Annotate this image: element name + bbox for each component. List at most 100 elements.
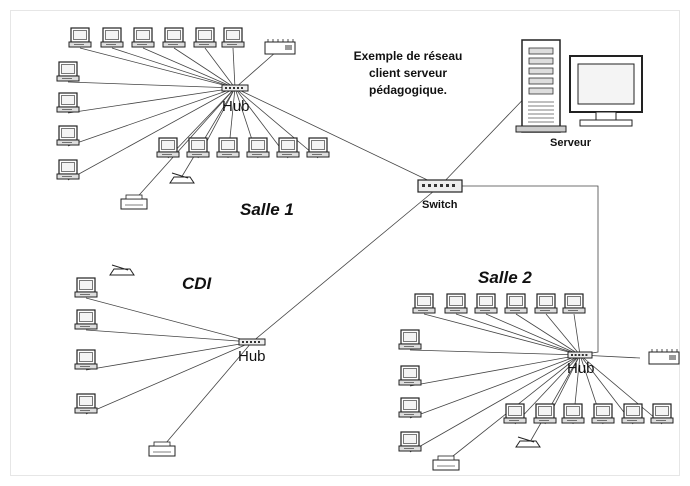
workstation-icon bbox=[156, 137, 180, 158]
network-cable bbox=[579, 354, 663, 425]
network-cable bbox=[85, 329, 253, 343]
network-cable bbox=[455, 313, 581, 356]
workstation-icon bbox=[621, 403, 645, 424]
workstation-icon bbox=[193, 27, 217, 48]
switch-icon bbox=[417, 179, 463, 193]
workstation-icon bbox=[650, 403, 674, 424]
workstation-icon bbox=[216, 137, 240, 158]
scanner-icon bbox=[109, 264, 135, 276]
hub-label-salle-2: Hub bbox=[567, 360, 595, 377]
workstation-icon bbox=[56, 125, 80, 146]
network-cable bbox=[514, 354, 581, 425]
printer-icon bbox=[120, 194, 148, 210]
uplink-cable bbox=[234, 87, 441, 187]
network-cable bbox=[409, 354, 581, 453]
workstation-icon bbox=[561, 403, 585, 424]
network-cable bbox=[423, 313, 581, 356]
network-cable bbox=[545, 313, 581, 356]
network-cable bbox=[131, 87, 236, 204]
hub-label-salle-1: Hub bbox=[222, 98, 250, 115]
room-label-cdi: CDI bbox=[182, 274, 212, 293]
network-cable bbox=[409, 354, 581, 419]
workstation-icon bbox=[74, 393, 98, 414]
network-cable bbox=[173, 47, 236, 89]
workstation-icon bbox=[412, 293, 436, 314]
network-cable bbox=[111, 47, 236, 89]
title-line-2: client serveur bbox=[368, 66, 448, 80]
workstation-icon bbox=[56, 61, 80, 82]
uplink-cable bbox=[251, 185, 441, 343]
workstation-icon bbox=[306, 137, 330, 158]
server-label: Serveur bbox=[550, 137, 591, 149]
printer-icon bbox=[148, 441, 176, 457]
diagram-frame bbox=[10, 10, 680, 476]
network-cable bbox=[85, 341, 253, 415]
network-cable bbox=[204, 47, 236, 89]
network-cable bbox=[409, 354, 581, 387]
workstation-icon bbox=[74, 309, 98, 330]
workstation-icon bbox=[162, 27, 186, 48]
workstation-icon bbox=[398, 397, 422, 418]
workstation-icon bbox=[56, 159, 80, 180]
network-cable bbox=[67, 81, 236, 89]
switch-label: Switch bbox=[422, 199, 458, 211]
network-cable bbox=[234, 51, 277, 89]
workstation-icon bbox=[56, 92, 80, 113]
workstation-icon bbox=[591, 403, 615, 424]
server-cable bbox=[439, 85, 537, 187]
workstation-icon bbox=[276, 137, 300, 158]
plotter-icon bbox=[648, 349, 680, 365]
network-cable bbox=[515, 313, 581, 356]
workstation-icon bbox=[474, 293, 498, 314]
network-cable bbox=[167, 87, 236, 159]
workstation-icon bbox=[534, 293, 558, 314]
workstation-icon bbox=[504, 293, 528, 314]
network-cable bbox=[529, 354, 581, 443]
network-cable bbox=[79, 47, 236, 89]
workstation-icon bbox=[186, 137, 210, 158]
server-icon bbox=[515, 39, 643, 133]
network-cable bbox=[67, 87, 236, 114]
diagram-title: Exemple de réseau client serveur pédagog… bbox=[338, 48, 478, 99]
network-cable bbox=[232, 47, 236, 89]
hub-icon-salle-1 bbox=[221, 84, 249, 92]
network-cable bbox=[485, 313, 581, 356]
title-line-1: Exemple de réseau bbox=[353, 49, 463, 63]
workstation-icon bbox=[398, 431, 422, 452]
workstation-icon bbox=[444, 293, 468, 314]
workstation-icon bbox=[68, 27, 92, 48]
network-cable bbox=[85, 341, 253, 371]
network-cable bbox=[409, 349, 581, 356]
network-cable bbox=[180, 87, 236, 179]
printer-icon bbox=[432, 455, 460, 471]
workstation-icon bbox=[131, 27, 155, 48]
network-cable bbox=[67, 87, 236, 181]
network-cable bbox=[142, 47, 236, 89]
network-cable bbox=[159, 341, 253, 451]
network-cable bbox=[234, 87, 319, 159]
workstation-icon bbox=[74, 349, 98, 370]
workstation-icon bbox=[74, 277, 98, 298]
workstation-icon bbox=[398, 329, 422, 350]
hub-icon-salle-2 bbox=[567, 351, 593, 359]
hub-icon-cdi bbox=[238, 338, 266, 346]
workstation-icon bbox=[221, 27, 245, 48]
room-label-salle-1: Salle 1 bbox=[240, 200, 294, 219]
hub-label-cdi: Hub bbox=[238, 348, 266, 365]
network-cable bbox=[85, 297, 253, 343]
title-line-3: pédagogique. bbox=[369, 83, 447, 97]
workstation-icon bbox=[533, 403, 557, 424]
workstation-icon bbox=[246, 137, 270, 158]
workstation-icon bbox=[503, 403, 527, 424]
scanner-icon bbox=[169, 172, 195, 184]
workstation-icon bbox=[398, 365, 422, 386]
network-cable bbox=[573, 313, 581, 356]
device-layer bbox=[56, 27, 680, 471]
scanner-icon bbox=[515, 436, 541, 448]
plotter-icon bbox=[264, 39, 296, 55]
network-cable bbox=[67, 87, 236, 147]
workstation-icon bbox=[562, 293, 586, 314]
workstation-icon bbox=[100, 27, 124, 48]
